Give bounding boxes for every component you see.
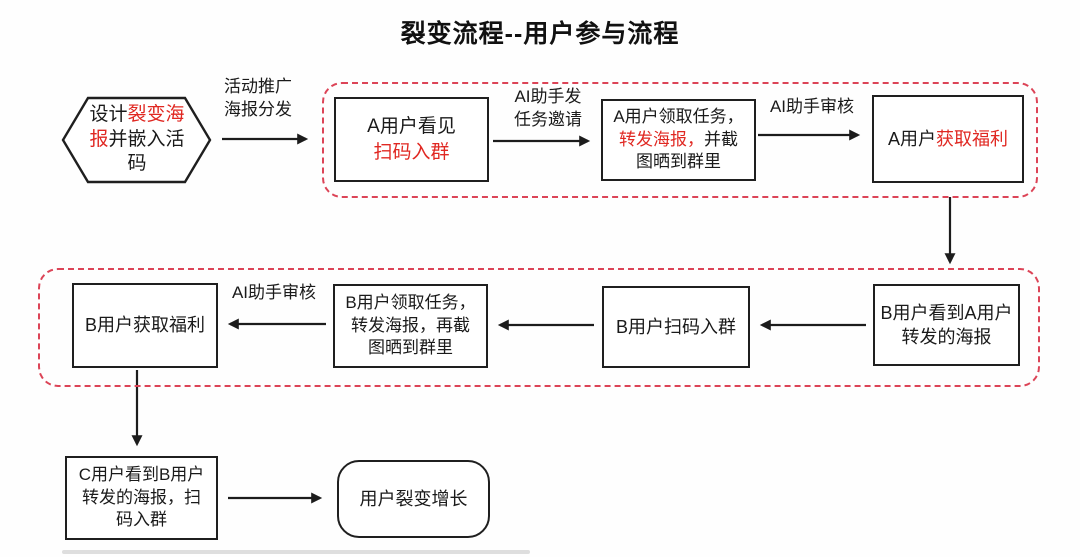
loop-b-dashed-container	[38, 268, 1040, 387]
node-b-user-task-forward: B用户领取任务， 转发海报，再截 图晒到群里	[333, 284, 488, 368]
design-poster-node-label: 设计裂变海 报并嵌入活 码	[89, 103, 185, 175]
edge-label-promo-distribution: 活动推广 海报分发	[224, 77, 292, 119]
node-c-user-sees-poster: C用户看到B用户 转发的海报，扫 码入群	[65, 456, 218, 540]
node-b-user-scan-join: B用户扫码入群	[602, 286, 750, 368]
loop-a-dashed-container	[322, 82, 1038, 198]
node-a-user-reward: A用户获取福利	[872, 95, 1024, 183]
edge-label-ai-invite: AI助手发 任务邀请	[514, 87, 582, 129]
node-user-fission-growth: 用户裂变增长	[337, 460, 490, 538]
bottom-artifact-line	[62, 550, 530, 554]
node-a-user-task-forward: A用户领取任务， 转发海报，并截 图晒到群里	[601, 99, 756, 181]
node-b-user-reward: B用户获取福利	[72, 283, 218, 368]
edge-label-ai-review-b: AI助手审核	[231, 283, 317, 302]
node-b-user-sees-poster: B用户看到A用户 转发的海报	[873, 284, 1020, 366]
hexagon-shape	[61, 96, 212, 184]
node-a-user-sees-scan: A用户看见 扫码入群	[334, 97, 489, 182]
edge-label-ai-review-a: AI助手审核	[769, 97, 855, 116]
diagram-title: 裂变流程--用户参与流程	[400, 20, 680, 48]
